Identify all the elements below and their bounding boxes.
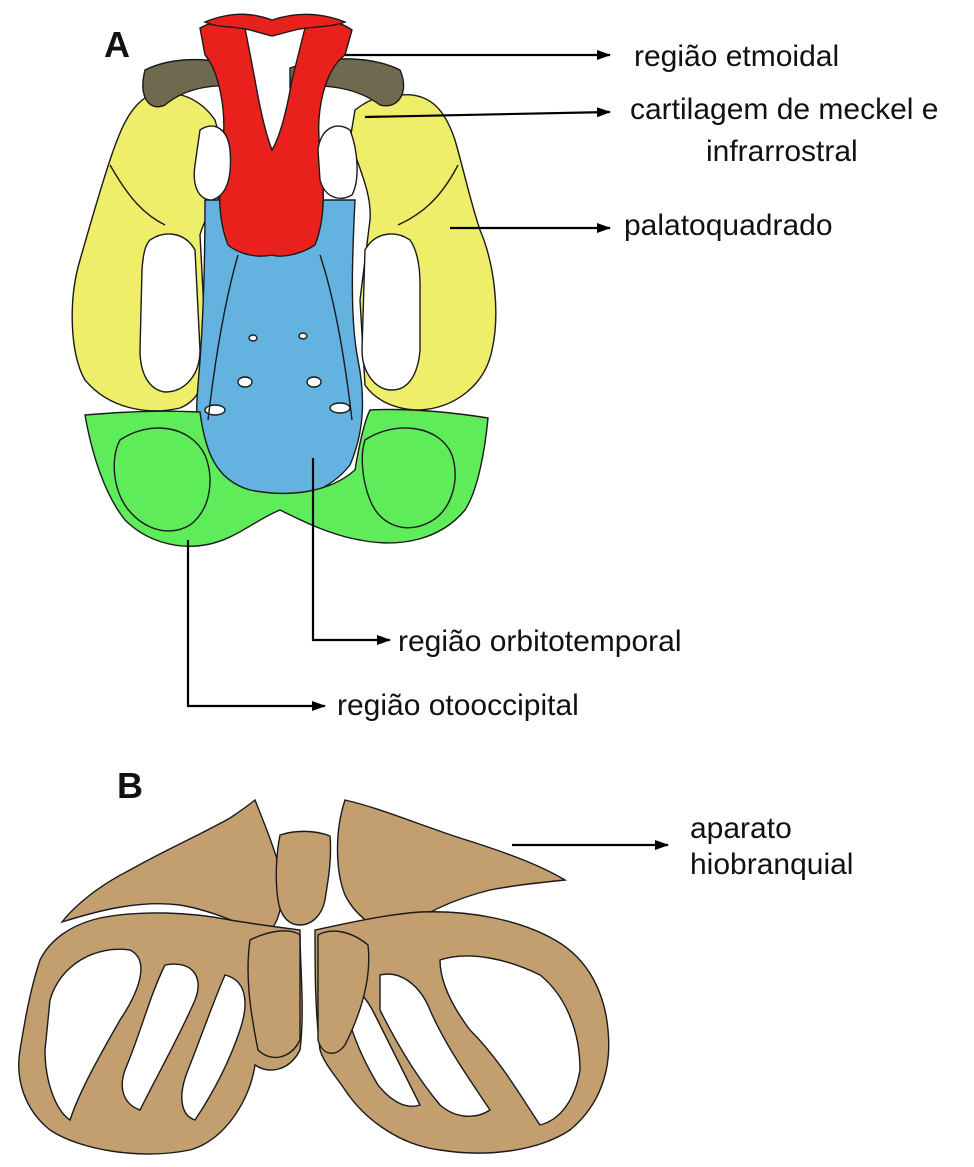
foramen <box>330 403 350 413</box>
label-meckel-line1: cartilagem de meckel e <box>630 93 938 127</box>
label-regiao-orbitotemporal: região orbitotemporal <box>398 625 682 659</box>
arrow-otooccipital <box>188 540 325 706</box>
label-regiao-otooccipital: região otooccipital <box>337 689 579 723</box>
label-hiobranquial: hiobranquial <box>690 848 853 882</box>
basihyal <box>276 831 330 925</box>
fenestra-left <box>140 234 200 392</box>
hypobranchial-plate <box>248 931 300 1058</box>
label-aparato: aparato <box>690 812 792 846</box>
foramen <box>238 377 252 387</box>
label-regiao-etmoidal: região etmoidal <box>634 40 839 74</box>
foramen <box>299 333 307 339</box>
hyobranchial-diagram <box>19 800 609 1154</box>
label-palatoquadrado: palatoquadrado <box>624 209 833 243</box>
foramen <box>249 335 257 341</box>
nasal-capsule-right <box>318 126 357 198</box>
panel-label-a: A <box>104 24 130 66</box>
foramen <box>205 405 225 415</box>
foramen <box>307 377 321 387</box>
nasal-capsule-left <box>194 126 230 200</box>
panel-label-b: B <box>117 765 143 807</box>
skull-diagram <box>72 14 496 546</box>
fenestra-right <box>362 234 420 390</box>
label-meckel-line2: infrarrostral <box>706 135 858 169</box>
